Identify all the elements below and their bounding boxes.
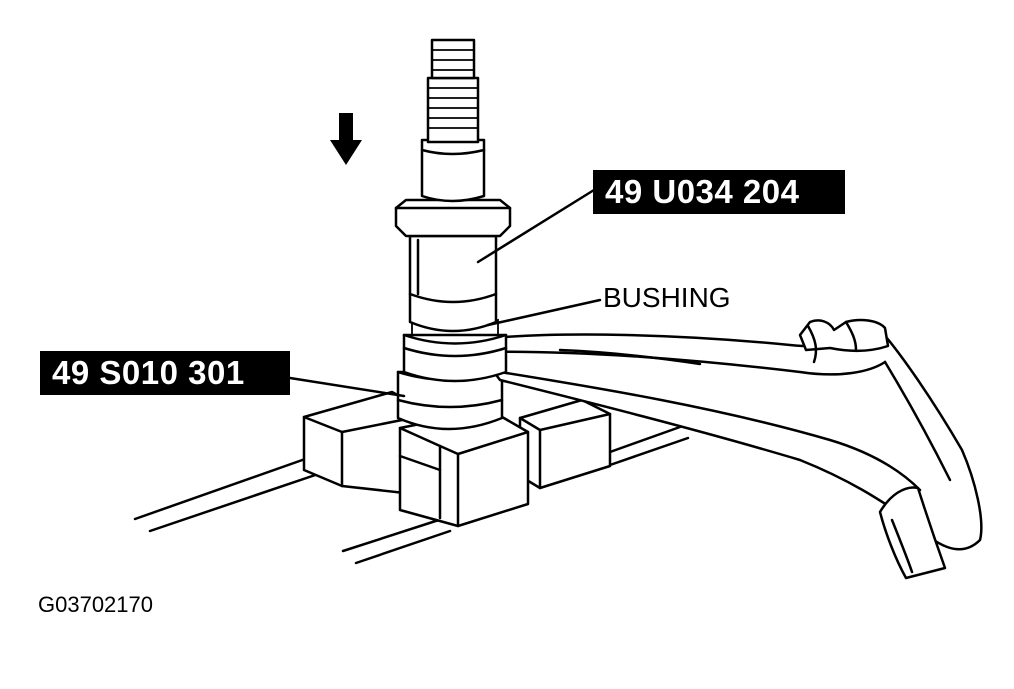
figure-code: G03702170 bbox=[38, 592, 153, 617]
callout-lower-tool: 49 S010 301 bbox=[40, 351, 290, 395]
control-arm bbox=[468, 318, 983, 580]
callout-upper-tool: 49 U034 204 bbox=[593, 170, 845, 214]
press-table-rails bbox=[133, 425, 690, 565]
arrow-down-icon bbox=[330, 113, 362, 165]
upper-tool-body bbox=[394, 198, 512, 333]
press-ram bbox=[420, 38, 486, 203]
callout-bushing: BUSHING bbox=[603, 282, 731, 313]
leader-lines bbox=[288, 188, 602, 398]
